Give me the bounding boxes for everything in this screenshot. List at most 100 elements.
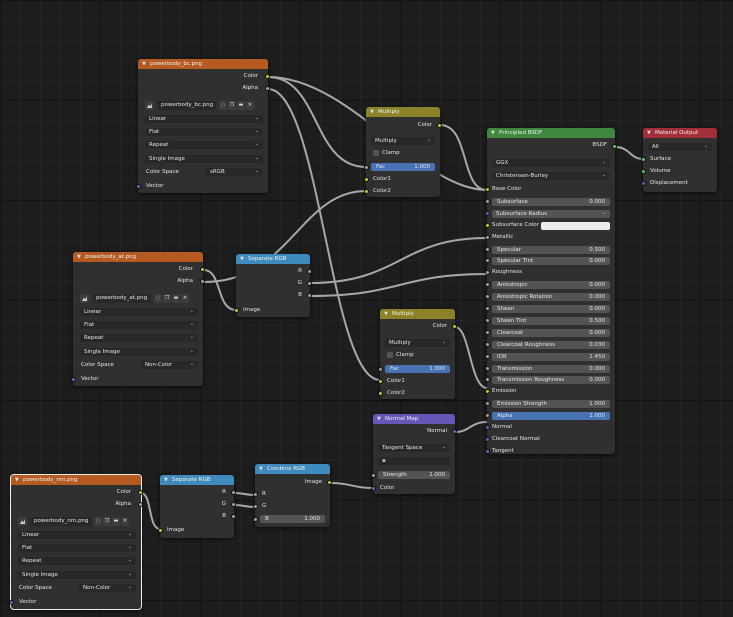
- node-header[interactable]: ▼powerbody_nm.png: [11, 475, 141, 485]
- image-browse-icon[interactable]: [80, 294, 89, 303]
- input-socket[interactable]: [485, 342, 490, 347]
- node-header[interactable]: ▼Material Output: [643, 128, 717, 138]
- output-color-socket[interactable]: [437, 123, 442, 128]
- collapse-arrow-icon[interactable]: ▼: [370, 109, 374, 115]
- color-space-dropdown[interactable]: Non-Color⌄: [141, 361, 198, 369]
- collapse-arrow-icon[interactable]: ▼: [384, 311, 388, 317]
- input-volume-socket[interactable]: [641, 169, 646, 174]
- node-header[interactable]: ▼powerbody_at.png: [73, 252, 203, 262]
- input-socket[interactable]: [485, 223, 490, 228]
- output-color-socket[interactable]: [265, 74, 270, 79]
- input-socket[interactable]: [485, 235, 490, 240]
- separate-rgb-node-1[interactable]: ▼Separate RGB R G B Image: [234, 254, 312, 317]
- input-vector-socket[interactable]: [136, 184, 141, 189]
- input-socket[interactable]: [485, 270, 490, 275]
- collapse-arrow-icon[interactable]: ▼: [491, 130, 495, 136]
- input-socket[interactable]: [485, 413, 490, 418]
- collapse-arrow-icon[interactable]: ▼: [647, 130, 651, 136]
- target-dropdown[interactable]: All⌄: [648, 143, 712, 151]
- image-selector[interactable]: powerbody_bc.png ◌ ❐ ▬ ✕: [145, 101, 263, 110]
- input-r-socket[interactable]: [253, 492, 258, 497]
- image-texture-node-bc[interactable]: ▼powerbody_bc.png Color Alpha powerbody_…: [136, 59, 270, 193]
- distribution-dropdown[interactable]: GGX⌄: [492, 159, 610, 167]
- input-socket[interactable]: [485, 330, 490, 335]
- input-socket[interactable]: [485, 389, 490, 394]
- image-selector[interactable]: powerbody_nm.png ◌ ❐ ▬ ✕: [18, 517, 136, 526]
- space-dropdown[interactable]: Tangent Space⌄: [378, 444, 450, 452]
- node-header[interactable]: ▼powerbody_bc.png: [138, 59, 268, 69]
- interpolation-dropdown[interactable]: Linear⌄: [80, 308, 198, 316]
- input-socket[interactable]: [485, 211, 490, 216]
- output-b-socket[interactable]: [231, 514, 236, 519]
- image-name-field[interactable]: powerbody_at.png: [93, 294, 151, 303]
- extension-dropdown[interactable]: Repeat⌄: [18, 557, 136, 565]
- source-dropdown[interactable]: Single Image⌄: [145, 155, 263, 163]
- collapse-arrow-icon[interactable]: ▼: [77, 254, 81, 260]
- clamp-checkbox[interactable]: [387, 352, 393, 358]
- open-folder-icon[interactable]: ▬: [172, 294, 180, 303]
- color-swatch[interactable]: [541, 222, 610, 230]
- duplicate-icon[interactable]: ❐: [103, 517, 111, 526]
- input-socket[interactable]: [485, 318, 490, 323]
- node-header[interactable]: ▼Multiply: [366, 107, 440, 117]
- input-socket[interactable]: [485, 401, 490, 406]
- projection-dropdown[interactable]: Flat⌄: [18, 544, 136, 552]
- close-icon[interactable]: ✕: [246, 101, 254, 110]
- input-vector-socket[interactable]: [71, 377, 76, 382]
- close-icon[interactable]: ✕: [181, 294, 189, 303]
- image-selector[interactable]: powerbody_at.png ◌ ❐ ▬ ✕: [80, 294, 198, 303]
- collapse-arrow-icon[interactable]: ▼: [259, 466, 263, 472]
- output-alpha-socket[interactable]: [138, 502, 143, 507]
- fake-user-icon[interactable]: ◌: [94, 517, 102, 526]
- image-name-field[interactable]: powerbody_nm.png: [31, 517, 91, 526]
- input-socket[interactable]: [485, 282, 490, 287]
- output-r-socket[interactable]: [307, 269, 312, 274]
- input-fac-socket[interactable]: [378, 367, 383, 372]
- image-texture-node-at[interactable]: ▼powerbody_at.png Color Alpha powerbody_…: [71, 252, 205, 386]
- clamp-checkbox[interactable]: [373, 150, 379, 156]
- image-texture-node-nm[interactable]: ▼powerbody_nm.png Color Alpha powerbody_…: [9, 474, 143, 610]
- input-b-socket[interactable]: [253, 517, 258, 522]
- collapse-arrow-icon[interactable]: ▼: [164, 477, 168, 483]
- output-color-socket[interactable]: [200, 267, 205, 272]
- input-socket[interactable]: [485, 437, 490, 442]
- input-socket[interactable]: [485, 258, 490, 263]
- collapse-arrow-icon[interactable]: ▼: [240, 256, 244, 262]
- input-image-socket[interactable]: [158, 528, 163, 533]
- input-socket[interactable]: [485, 366, 490, 371]
- fake-user-icon[interactable]: ◌: [219, 101, 227, 110]
- duplicate-icon[interactable]: ❐: [163, 294, 171, 303]
- input-vector-socket[interactable]: [9, 600, 14, 605]
- blend-mode-dropdown[interactable]: Multiply⌄: [371, 137, 435, 145]
- input-g-socket[interactable]: [253, 504, 258, 509]
- input-socket[interactable]: [485, 354, 490, 359]
- output-r-socket[interactable]: [231, 490, 236, 495]
- input-color2-socket[interactable]: [378, 391, 383, 396]
- collapse-arrow-icon[interactable]: ▼: [142, 61, 146, 67]
- collapse-arrow-icon[interactable]: ▼: [377, 416, 381, 422]
- input-image-socket[interactable]: [234, 308, 239, 313]
- blend-mode-dropdown[interactable]: Multiply⌄: [385, 339, 450, 347]
- input-strength-socket[interactable]: [371, 473, 376, 478]
- output-color-socket[interactable]: [452, 324, 457, 329]
- input-socket[interactable]: [485, 306, 490, 311]
- output-g-socket[interactable]: [307, 281, 312, 286]
- input-socket[interactable]: [485, 187, 490, 192]
- extension-dropdown[interactable]: Repeat⌄: [80, 334, 198, 342]
- input-color2-socket[interactable]: [364, 189, 369, 194]
- output-image-socket[interactable]: [327, 480, 332, 485]
- material-output-node[interactable]: ▼Material Output All⌄ Surface Volume Dis…: [641, 128, 717, 192]
- projection-dropdown[interactable]: Flat⌄: [80, 321, 198, 329]
- input-socket[interactable]: [485, 449, 490, 454]
- input-displacement-socket[interactable]: [641, 181, 646, 186]
